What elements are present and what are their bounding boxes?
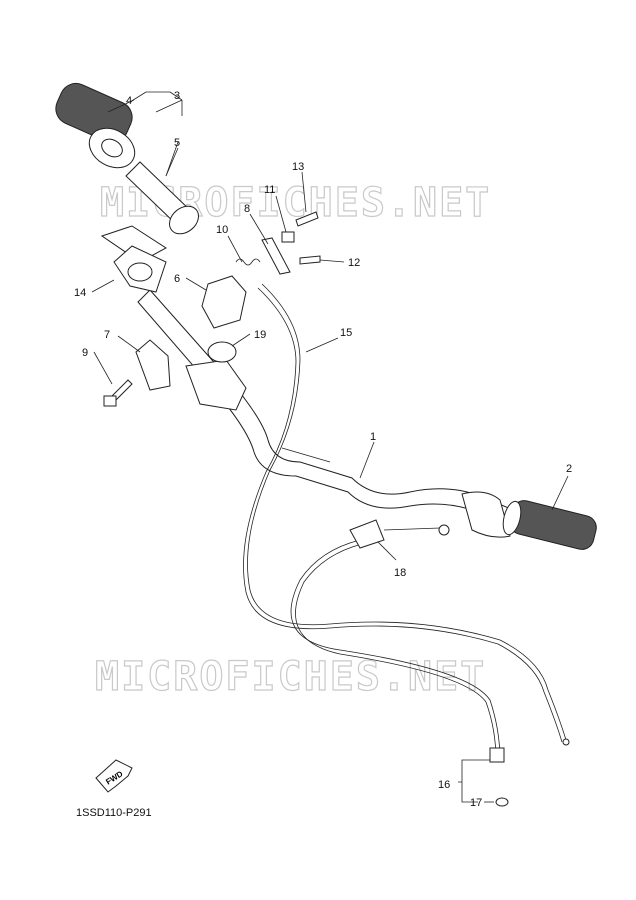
right-grip bbox=[461, 491, 597, 550]
callout-labels: 3 4 5 13 11 8 10 12 6 14 19 15 7 9 1 2 1… bbox=[74, 90, 572, 809]
callout-10: 10 bbox=[216, 224, 228, 236]
callout-19: 19 bbox=[254, 329, 266, 341]
callout-16: 16 bbox=[438, 779, 450, 791]
throttle-cable bbox=[243, 283, 570, 746]
callout-9: 9 bbox=[82, 347, 88, 359]
watermark-bottom: MICROFICHES.NET bbox=[95, 654, 486, 700]
callout-3: 3 bbox=[174, 90, 180, 102]
handlebar-holder bbox=[185, 341, 247, 411]
bolt-9 bbox=[103, 379, 133, 407]
callout-12: 12 bbox=[348, 257, 360, 269]
callout-1: 1 bbox=[370, 431, 376, 443]
fwd-indicator: FWD bbox=[95, 759, 133, 793]
clutch-cable bbox=[290, 539, 505, 763]
callout-6: 6 bbox=[174, 273, 180, 285]
throttle-housing bbox=[100, 225, 167, 293]
switch-body bbox=[135, 339, 171, 391]
leader-lines bbox=[91, 91, 569, 803]
screw-12 bbox=[299, 255, 321, 265]
spring bbox=[235, 258, 261, 266]
cable-adjuster bbox=[349, 519, 450, 549]
throttle-holder bbox=[201, 275, 247, 329]
left-grip bbox=[55, 82, 136, 169]
diagram-code: 1SSD110-P291 bbox=[76, 807, 152, 819]
callout-7: 7 bbox=[104, 329, 110, 341]
screw-13 bbox=[295, 211, 319, 227]
callout-2: 2 bbox=[566, 463, 572, 475]
handlebar bbox=[137, 289, 521, 527]
callout-14: 14 bbox=[74, 287, 86, 299]
callout-5: 5 bbox=[174, 137, 180, 149]
callout-8: 8 bbox=[244, 203, 250, 215]
washer bbox=[495, 797, 509, 807]
callout-18: 18 bbox=[394, 567, 406, 579]
plate bbox=[261, 237, 291, 275]
callout-17: 17 bbox=[470, 797, 482, 809]
throttle-tube bbox=[125, 161, 199, 235]
callout-15: 15 bbox=[340, 327, 352, 339]
callout-4: 4 bbox=[126, 95, 132, 107]
nut-11 bbox=[281, 231, 295, 243]
callout-11: 11 bbox=[264, 184, 275, 196]
callout-13: 13 bbox=[292, 161, 304, 173]
